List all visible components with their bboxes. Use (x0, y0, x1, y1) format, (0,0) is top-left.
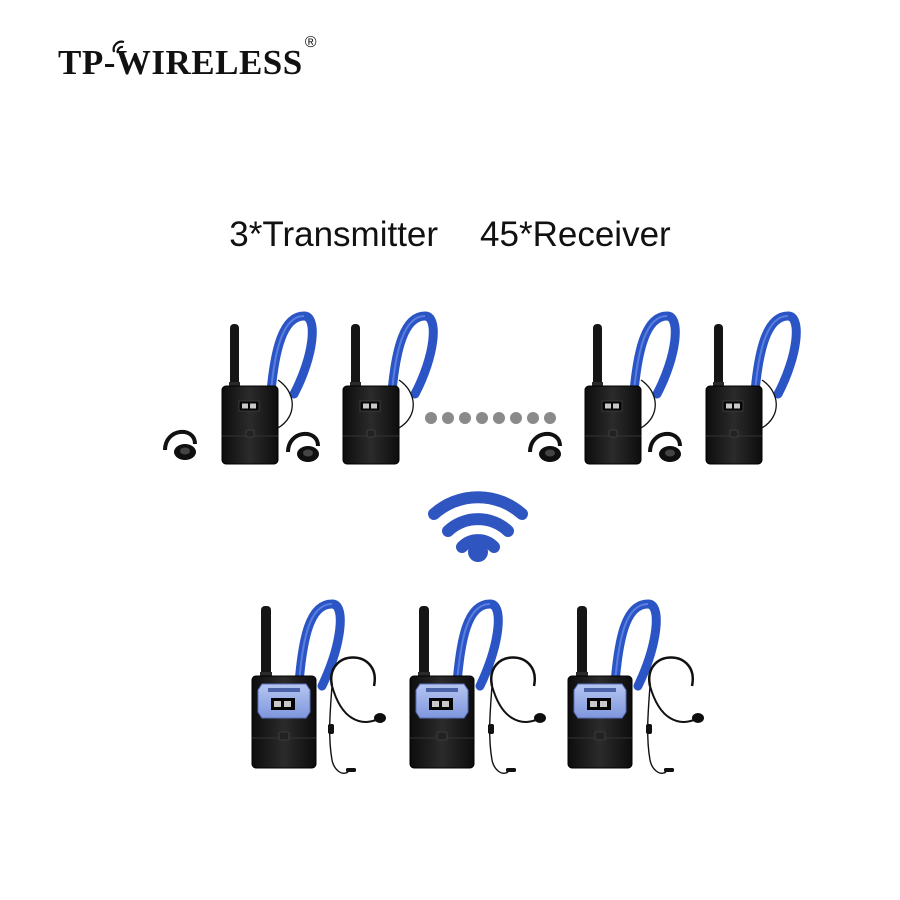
earphone-4 (648, 431, 683, 464)
continuation-dots (425, 412, 556, 424)
receiver-unit-2 (343, 316, 433, 464)
brand-name: TP-WIRELESS (58, 42, 303, 82)
headset-mic-1 (326, 656, 388, 775)
transmitter-unit-2 (410, 604, 498, 768)
registered-mark: ® (304, 34, 317, 51)
headset-mic-3 (644, 656, 706, 775)
earphone-1 (163, 429, 198, 462)
receiver-unit-3 (585, 316, 675, 464)
brand-logo: TP-WIRELESS ® (58, 34, 317, 84)
brand-wave-icon (112, 40, 125, 54)
transmitter-unit-3 (568, 604, 656, 768)
receiver-unit-1 (222, 316, 312, 464)
transmitter-unit-1 (252, 604, 340, 768)
wifi-icon (428, 491, 528, 562)
headset-mic-2 (486, 656, 548, 775)
caption: 3*Transmitter 45*Receiver (0, 214, 900, 256)
transmitter-count-label: 3*Transmitter (229, 215, 439, 254)
receiver-unit-4 (706, 316, 796, 464)
earphone-3 (528, 431, 563, 464)
earphone-2 (286, 431, 321, 464)
receiver-count-label: 45*Receiver (480, 215, 671, 254)
